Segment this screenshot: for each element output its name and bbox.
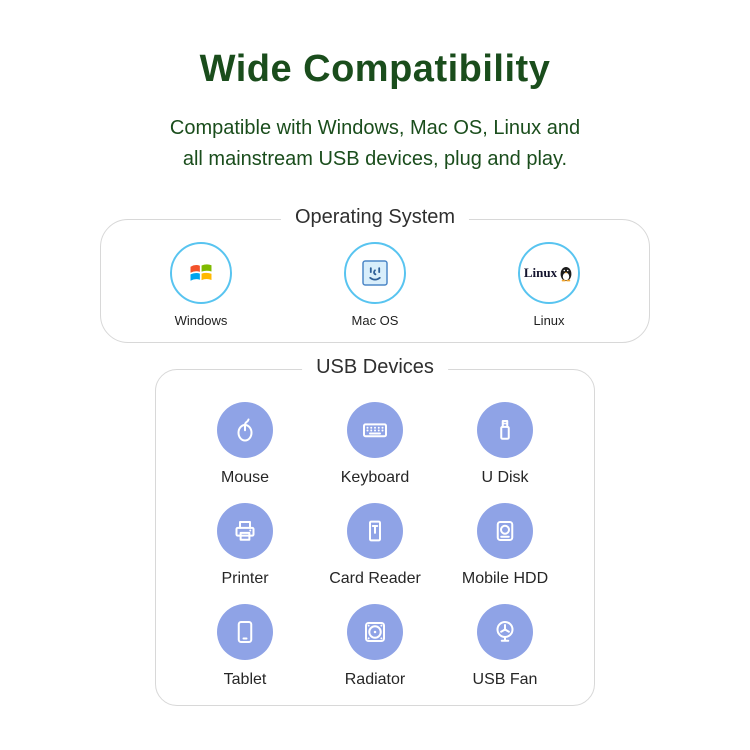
device-printer: Printer	[180, 503, 310, 588]
device-mouse: Mouse	[180, 402, 310, 487]
device-tablet: Tablet	[180, 604, 310, 689]
device-label: Mouse	[220, 469, 270, 486]
device-label: Card Reader	[329, 570, 421, 587]
mac-face-icon	[344, 242, 406, 304]
device-u-disk: U Disk	[440, 402, 570, 487]
usb-fan-icon	[477, 604, 533, 660]
device-usb-fan: USB Fan	[440, 604, 570, 689]
mobile-hdd-icon	[477, 503, 533, 559]
subtitle-line-1: Compatible with Windows, Mac OS, Linux a…	[169, 117, 581, 139]
page-title: Wide Compatibility	[199, 48, 551, 90]
subtitle: Compatible with Windows, Mac OS, Linux a…	[0, 113, 750, 175]
printer-icon	[217, 503, 273, 559]
device-radiator: Radiator	[310, 604, 440, 689]
os-label-linux: Linux	[533, 313, 565, 328]
linux-tux-icon: Linux	[518, 242, 580, 304]
os-item-linux: Linux Linux	[489, 242, 609, 328]
operating-system-panel: Operating System Windows	[100, 206, 650, 343]
device-label: Radiator	[344, 671, 406, 688]
device-label: Keyboard	[340, 469, 410, 486]
os-item-macos: Mac OS	[315, 242, 435, 328]
os-label-macos: Mac OS	[351, 313, 399, 328]
device-keyboard: Keyboard	[310, 402, 440, 487]
os-label-windows: Windows	[174, 313, 228, 328]
operating-system-panel-label: Operating System	[280, 206, 470, 229]
device-mobile-hdd: Mobile HDD	[440, 503, 570, 588]
windows-logo-icon	[170, 242, 232, 304]
subtitle-line-2: all mainstream USB devices, plug and pla…	[182, 148, 568, 170]
device-label: Mobile HDD	[461, 570, 549, 587]
device-label: Printer	[221, 570, 269, 587]
usb-devices-panel-label: USB Devices	[302, 356, 448, 379]
device-label: Tablet	[223, 671, 267, 688]
keyboard-icon	[347, 402, 403, 458]
device-label: USB Fan	[472, 671, 538, 688]
tablet-icon	[217, 604, 273, 660]
card-reader-icon	[347, 503, 403, 559]
device-label: U Disk	[481, 469, 529, 486]
os-item-windows: Windows	[141, 242, 261, 328]
usb-device-grid: Mouse Keyboard	[180, 402, 570, 689]
radiator-icon	[347, 604, 403, 660]
tux-penguin-icon	[560, 267, 572, 282]
device-card-reader: Card Reader	[310, 503, 440, 588]
usb-devices-panel: USB Devices Mouse	[155, 356, 595, 706]
linux-logo-text: Linux	[523, 265, 558, 280]
mouse-icon	[217, 402, 273, 458]
usb-drive-icon	[477, 402, 533, 458]
os-icon-row: Windows Mac OS	[141, 242, 609, 328]
